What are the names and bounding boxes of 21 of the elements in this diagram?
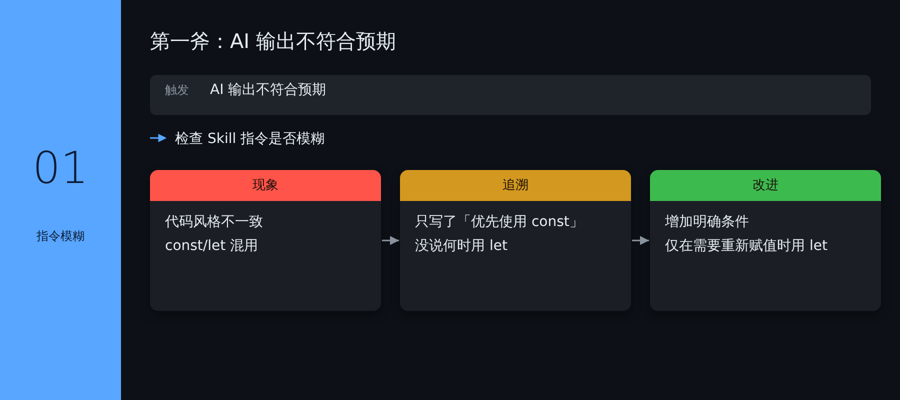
title: 第一斧：AI 输出不符合预期 bbox=[150, 28, 396, 55]
info-card bbox=[150, 170, 381, 311]
step-panel bbox=[0, 0, 121, 400]
arrow bbox=[632, 236, 649, 245]
arrow bbox=[382, 236, 399, 245]
card-text: const/let 混用 bbox=[165, 238, 258, 254]
card-text: 没说何时用 let bbox=[415, 238, 508, 254]
card-text: 代码风格不一致 bbox=[165, 214, 263, 230]
step-label: 指令模糊 bbox=[36, 228, 84, 244]
hint-text: 检查 Skill 指令是否模糊 bbox=[175, 130, 325, 148]
step-number: 01 bbox=[32, 143, 88, 195]
card-text: 增加明确条件 bbox=[665, 214, 749, 230]
card-header: 改进 bbox=[650, 170, 881, 201]
card-header: 追溯 bbox=[400, 170, 631, 201]
trigger-tag: 触发 bbox=[165, 82, 189, 98]
info-card bbox=[650, 170, 881, 311]
info-card bbox=[400, 170, 631, 311]
card-text: 只写了「优先使用 const」 bbox=[415, 214, 584, 230]
card-header: 现象 bbox=[150, 170, 381, 201]
trigger-text: AI 输出不符合预期 bbox=[210, 81, 326, 99]
card-text: 仅在需要重新赋值时用 let bbox=[665, 238, 828, 254]
